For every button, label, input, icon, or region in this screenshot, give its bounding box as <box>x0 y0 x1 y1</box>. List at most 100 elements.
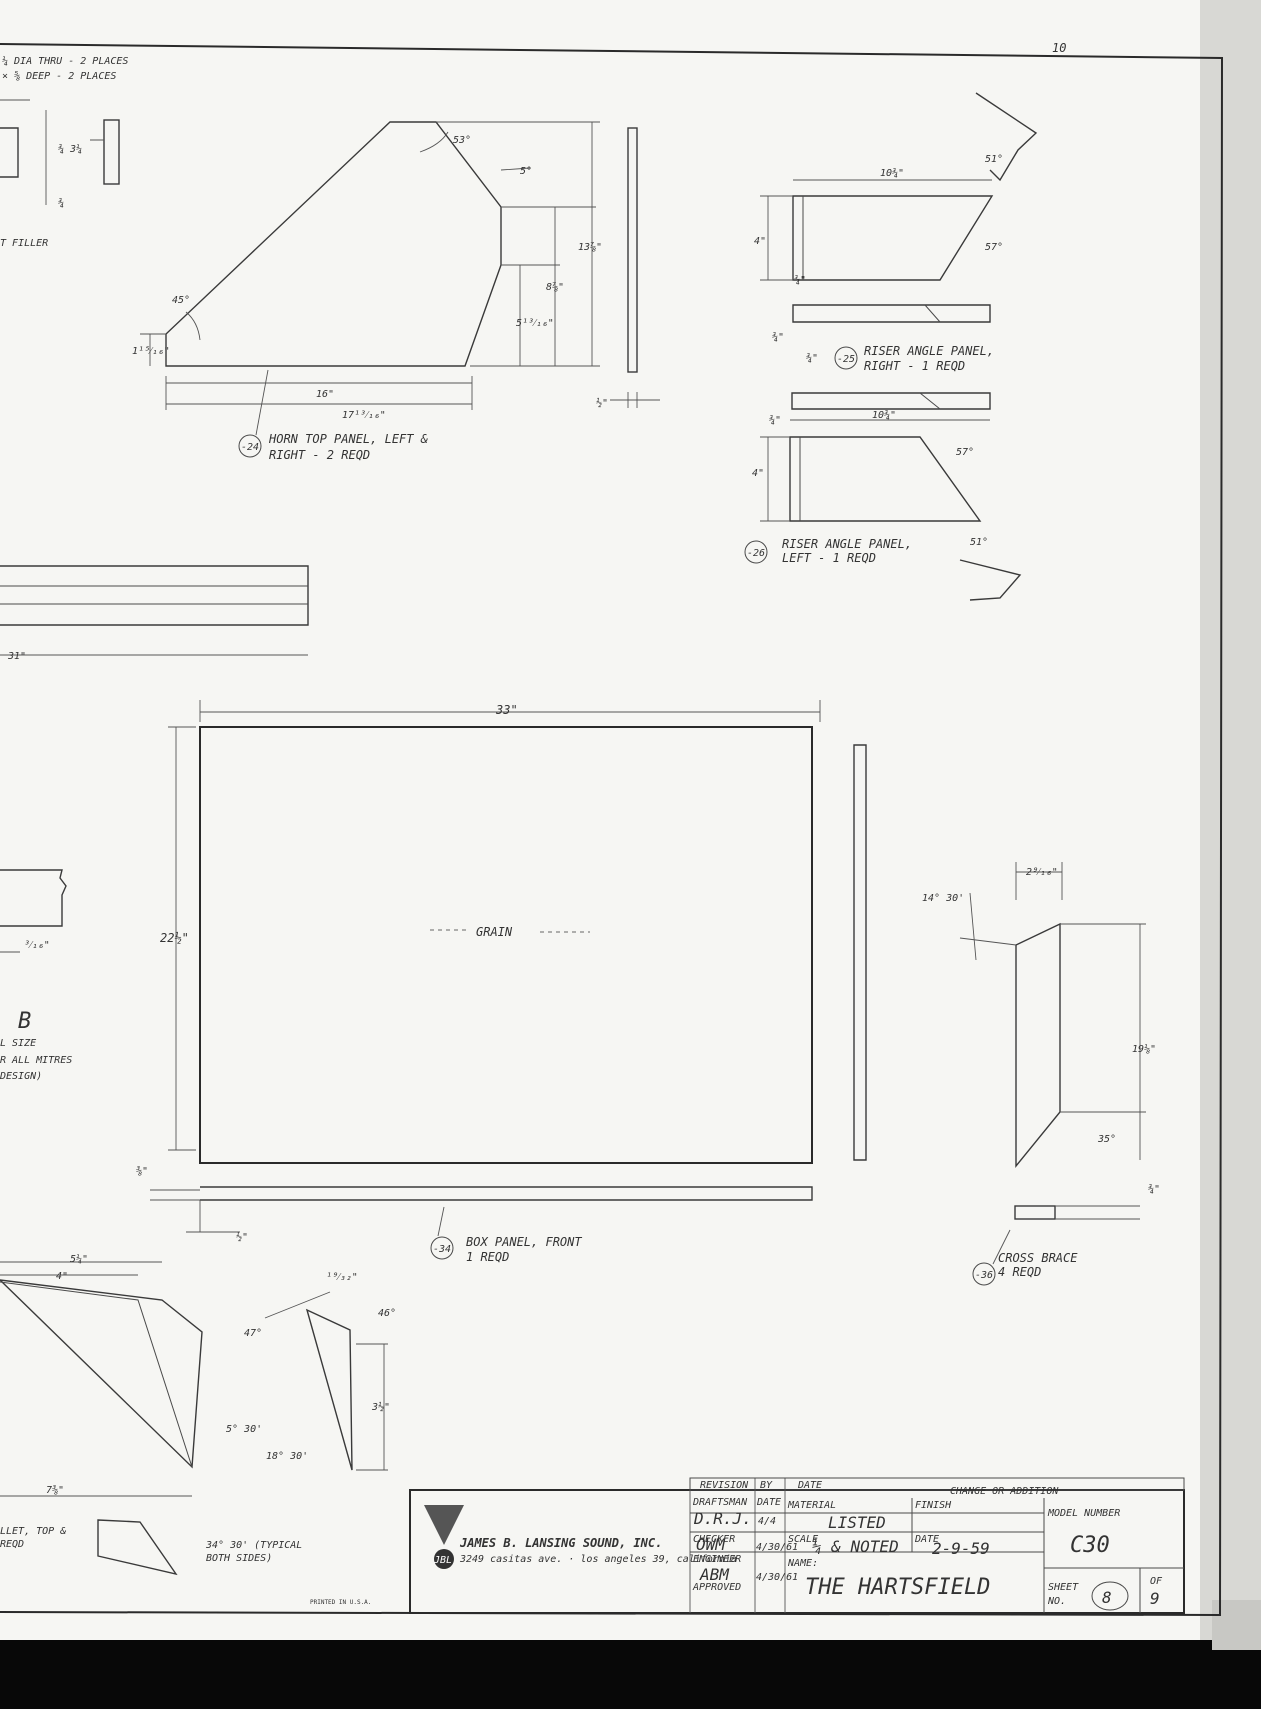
part-number-26: -26 <box>747 548 765 559</box>
long-strip-drawing: 31" <box>0 565 309 662</box>
strip-length: 31" <box>7 651 26 662</box>
jbl-logo-triangle-icon <box>424 1505 464 1545</box>
part-number-36: -36 <box>975 1270 993 1281</box>
approved-label: APPROVED <box>692 1582 741 1593</box>
riser-right-angle-cut: 57° <box>985 242 1003 253</box>
dim-a4: 46° <box>378 1308 396 1319</box>
box-panel-label: BOX PANEL, FRONT <box>466 1235 582 1249</box>
title-block: REVISION BY DATE CHANGE OR ADDITION JBL … <box>310 1477 1185 1614</box>
model-number-label: MODEL NUMBER <box>1047 1508 1120 1519</box>
riser-right-edge: ¾" <box>794 274 806 286</box>
dim-angle-top: 53° <box>453 135 471 146</box>
sheet-no-label: NO. <box>1047 1596 1066 1607</box>
box-panel-thickness: ½" <box>236 1231 248 1243</box>
section-b-partial: ³⁄₁₆" B L SIZE R ALL MITRES DESIGN) <box>0 869 72 1082</box>
brace-angle-bottom: 35° <box>1097 1134 1116 1145</box>
part-number-25: -25 <box>837 354 855 365</box>
date-label: DATE <box>914 1534 939 1545</box>
jbl-logo-circle-icon <box>434 1549 454 1569</box>
riser-left-label: RISER ANGLE PANEL, <box>782 537 912 551</box>
dim-height-low: 5¹³⁄₁₆" <box>516 318 554 329</box>
riser-left-width: 10¾" <box>872 409 896 421</box>
dim-width-total: 17¹³⁄₁₆" <box>342 410 386 421</box>
riser-right-panel-edge <box>792 304 991 323</box>
riser-right-angle-end: 51° <box>985 154 1003 165</box>
dim-w3: 7⅜" <box>46 1484 64 1496</box>
cross-brace-edge-view <box>1014 1205 1056 1220</box>
paper <box>0 0 1228 1640</box>
cross-brace-label: CROSS BRACE <box>998 1251 1078 1265</box>
dim-t1: ¹⁹⁄₃₂" <box>326 1272 358 1283</box>
draftsman-date-label: DATE <box>756 1497 781 1508</box>
printed-note: PRINTED IN U.S.A. <box>310 1599 371 1606</box>
jbl-logo-text: JBL <box>433 1555 452 1566</box>
part-number-34: -34 <box>433 1244 451 1255</box>
dim-height-mid: 8⅞" <box>546 281 564 293</box>
sheet-of-label: OF <box>1150 1576 1163 1587</box>
filler-label: T FILLER <box>0 238 48 249</box>
box-panel-width: 33" <box>495 703 518 717</box>
fillet-label: LLET, TOP & <box>0 1526 66 1537</box>
dim-a3: 18° 30' <box>266 1451 308 1462</box>
riser-angle-panels-drawing: 10¾" 4" 57° 51° ¾" ¾" -25 RISER ANGLE PA… <box>744 92 1038 601</box>
material-value: LISTED <box>828 1513 886 1532</box>
box-panel-outline <box>199 726 813 1164</box>
scanner-bottom-edge <box>0 1640 1261 1709</box>
dim-w2: 4" <box>56 1271 68 1282</box>
riser-right-height: 4" <box>754 236 766 247</box>
riser-left-height: 4" <box>752 468 764 479</box>
box-panel-front-drawing: GRAIN 33" 22½" ⅜" ½" -34 BOX PANEL, FRON… <box>136 700 867 1264</box>
all-mitres-label: R ALL MITRES <box>0 1055 72 1066</box>
horn-top-panel-label: HORN TOP PANEL, LEFT & <box>268 432 428 446</box>
riser-left-panel-edge <box>791 392 991 410</box>
full-size-label: L SIZE <box>0 1038 36 1049</box>
dim-h1: 3½" <box>371 1401 390 1413</box>
fillet-outline <box>0 1279 203 1469</box>
company-address: 3249 casitas ave. · los angeles 39, cali… <box>459 1554 737 1565</box>
draftsman-label: DRAFTSMAN <box>692 1497 748 1508</box>
brace-thickness: ¾" <box>1148 1183 1160 1195</box>
svg-text:¾: ¾ <box>58 197 64 209</box>
engineer-value: ABM <box>699 1565 730 1584</box>
checker-label: CHECKER <box>693 1534 735 1545</box>
dim-mitre: ³⁄₁₆" <box>24 940 50 951</box>
holes-note-2: × ⅝ DEEP - 2 PLACES <box>2 70 116 82</box>
svg-text:¾ 3¼: ¾ 3¼ <box>58 143 82 155</box>
box-panel-edge-view <box>853 744 867 1161</box>
riser-right-thickness: ¾" <box>772 331 784 343</box>
riser-left-angle-end: 51° <box>970 537 988 548</box>
riser-left-edge: ¾" <box>806 352 818 364</box>
part-balloon-34 <box>430 1236 454 1260</box>
fillet-qty: REQD <box>0 1539 24 1550</box>
dim-thickness: ½" <box>596 397 608 409</box>
material-label: MATERIAL <box>787 1500 836 1511</box>
sheet-total-value: 9 <box>1150 1589 1160 1608</box>
design-label: DESIGN) <box>0 1071 42 1082</box>
box-panel-edge: ⅜" <box>136 1165 148 1177</box>
riser-left-qty: LEFT - 1 REQD <box>782 551 876 565</box>
sheet-number-value: 8 <box>1102 1588 1112 1607</box>
riser-right-panel-outline <box>792 195 994 281</box>
box-panel-height: 22½" <box>160 931 189 945</box>
riser-right-label: RISER ANGLE PANEL, <box>864 344 994 358</box>
dim-height-total: 13⅞" <box>578 241 602 253</box>
dim-angle-side: 5° <box>520 166 532 177</box>
dim-width-inner: 16" <box>316 389 334 400</box>
dim-a1: 5° 30' <box>226 1424 262 1435</box>
part-balloon-25 <box>834 346 858 370</box>
dim-a2: 47° <box>244 1328 262 1339</box>
name-label: NAME: <box>787 1558 818 1569</box>
cross-brace-drawing: 14° 30' 2⁹⁄₁₆" 19⅛" 35° ¾" -36 CROSS BRA… <box>922 862 1160 1286</box>
dim-height-left: 1¹⁵⁄₁₆" <box>132 346 170 357</box>
riser-left-thickness: ¾" <box>769 414 781 426</box>
checker-value: OWM <box>696 1535 726 1554</box>
date-value: 2-9-59 <box>932 1539 990 1558</box>
part-balloon-24 <box>238 434 262 458</box>
top-left-partial-view: ¼ DIA THRU - 2 PLACES × ⅝ DEEP - 2 PLACE… <box>0 55 128 249</box>
typical-angle-label: 34° 30' (TYPICAL <box>205 1540 302 1551</box>
scale-value: ¼ & NOTED <box>812 1537 899 1556</box>
part-balloon-36 <box>972 1262 996 1286</box>
model-number-value: C30 <box>1070 1533 1110 1558</box>
revision-header: REVISION <box>700 1480 749 1491</box>
